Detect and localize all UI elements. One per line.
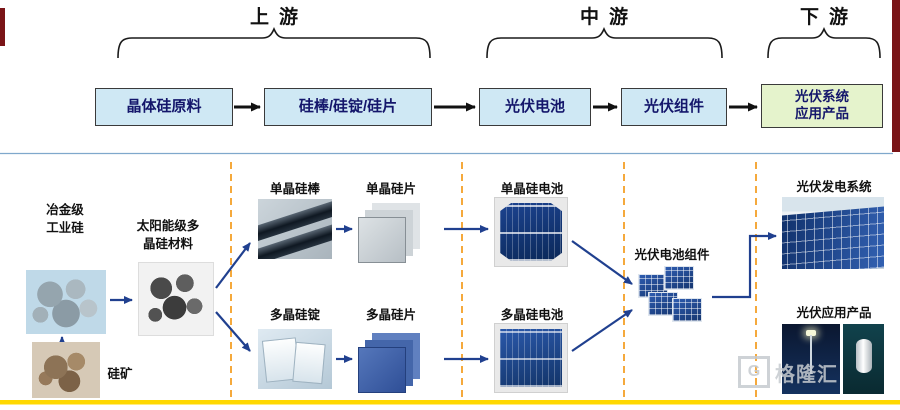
industrial-silicon-label: 冶金级 工业硅	[46, 203, 84, 235]
chain-box-pv-system-products: 光伏系统 应用产品	[761, 84, 883, 128]
chain-box-raw-material: 晶体硅原料	[95, 88, 233, 126]
poly-cell-image	[494, 323, 568, 393]
poly-ingot-label: 多晶硅锭	[269, 308, 320, 322]
polycell-to-module-arrow	[571, 309, 633, 352]
chain-box-pv-cell: 光伏电池	[479, 88, 591, 126]
pv-power-system-label: 光伏发电系统	[796, 180, 872, 194]
flow-arrows	[58, 225, 777, 363]
solar-cell-shape	[500, 203, 562, 261]
mono-wafer-label: 单晶硅片	[365, 182, 416, 196]
mono-cell-label: 单晶硅电池	[500, 182, 564, 196]
poly-to-rod-arrow	[215, 242, 251, 289]
pv-power-system-image	[782, 197, 884, 269]
cell-module-image	[638, 266, 708, 328]
module-to-system-arrow	[712, 232, 777, 299]
solar-street-light-shape	[782, 324, 840, 394]
poly-wafer-image	[358, 347, 406, 393]
poly-ingot-image	[258, 329, 332, 389]
solar-grade-poly-label: 太阳能级多 晶硅材料	[136, 219, 200, 251]
solar-cell-shape	[500, 329, 562, 387]
mono-rod-label: 单晶硅棒	[269, 182, 320, 196]
mono-wafer-image	[358, 217, 406, 263]
pv-application-products-image	[782, 324, 884, 394]
watermark-text: 格隆汇	[775, 363, 838, 386]
mono-cell-image	[494, 197, 568, 267]
monocell-to-module-arrow	[571, 240, 633, 285]
mini-panel-shape	[672, 298, 702, 322]
pv-application-products-label: 光伏应用产品	[796, 306, 872, 320]
bottom-yellow-line	[0, 400, 900, 405]
mono-rod-image	[258, 199, 332, 259]
ingot-block-shape	[292, 341, 326, 385]
midstream-brace	[486, 26, 723, 59]
watermark-logo-icon: G	[738, 356, 770, 388]
left-edge-bar	[0, 8, 5, 46]
chain-box-rod-ingot-wafer: 硅棒/硅锭/硅片	[264, 88, 432, 126]
poly-to-ingot-arrow	[215, 311, 251, 352]
polysilicon-material-image	[138, 262, 214, 336]
solar-array-shape	[782, 206, 884, 269]
watermark: G 格隆汇	[738, 356, 838, 388]
mini-panel-shape	[664, 266, 694, 290]
poly-cell-label: 多晶硅电池	[500, 308, 564, 322]
industrial-silicon-image	[26, 270, 106, 334]
right-edge-bar	[892, 0, 900, 152]
cell-module-label: 光伏电池组件	[634, 248, 710, 262]
stage-label-downstream: 下游	[799, 7, 858, 28]
solar-water-heater-shape	[843, 324, 884, 394]
stage-label-midstream: 中游	[579, 7, 638, 28]
stage-braces	[117, 26, 881, 59]
silicon-ore-label: 硅矿	[107, 367, 133, 381]
downstream-brace	[767, 26, 881, 59]
poly-wafer-label: 多晶硅片	[365, 308, 416, 322]
upstream-brace	[117, 26, 431, 59]
stage-label-upstream: 上游	[249, 7, 308, 28]
chain-box-pv-module: 光伏组件	[621, 88, 727, 126]
silicon-ore-image	[32, 342, 100, 398]
